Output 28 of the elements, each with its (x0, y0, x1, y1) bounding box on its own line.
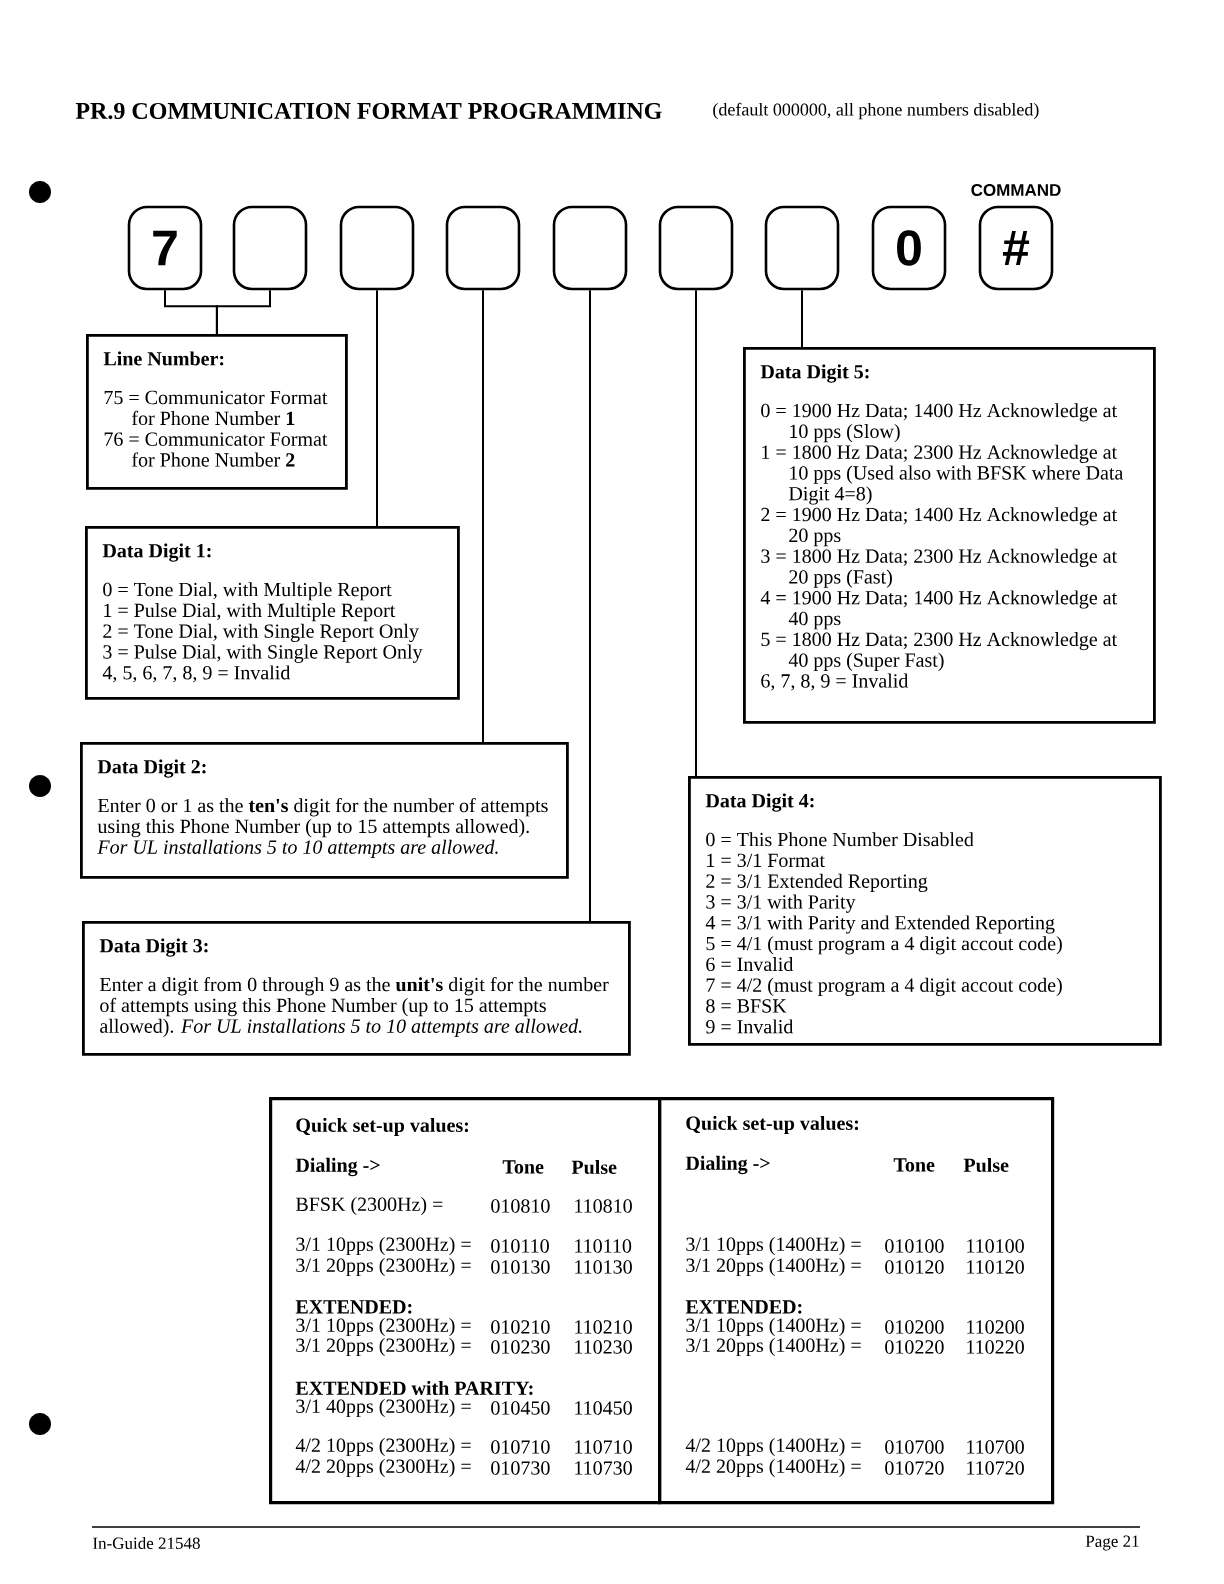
key-label: COMMAND (971, 184, 1061, 196)
key: 7 (127, 205, 203, 291)
key (552, 205, 628, 291)
key: # (978, 205, 1054, 291)
info-box: Data Digit 2: Enter 0 or 1 as the ten's digit for the number of attempts using this Phone Number (up to 15 attempts allowed). For UL installations 5 to 10 attempts are allowed. (80, 742, 569, 879)
info-box: Data Digit 4: 0 = This Phone Number Disabled 1 = 3/1 Format 2 = 3/1 Extended Reporting 3 = 3/1 with Parity 4 = 3/1 with Parity and Extended Reporting 5 = 4/1 (must program a 4 digit accout code) 6 = Invalid 7 = 4/2 (must program a 4 digit accout code) 8 = BFSK 9 = Invalid (688, 776, 1162, 1046)
title: PR.9 COMMUNICATION FORMAT PROGRAMMING (75, 102, 662, 120)
info-box: Data Digit 1: 0 = Tone Dial, with Multiple Report 1 = Pulse Dial, with Multiple Report 2 = Tone Dial, with Single Report Only 3 = Pulse Dial, with Single Report Only 4, 5, 6, 7, 8, 9 = Invalid (85, 526, 460, 700)
table-panel: Quick set-up values: Dialing -> Tone Pulse BFSK (2300Hz) = 010810 110810 3/1 10pps (2300Hz) = 010110 110110 3/1 20pps (2300Hz) = 010130 110130 EXTENDED: 3/1 10pps (2300Hz) = 010210 110210 3/1 20pps (2300Hz) = 010230 110230 EXTENDED with PARITY: 3/1 40pps (2300Hz) = 010450 110450 4/2 10pps (2300Hz) = 010710 110710 4/2 20pps (2300Hz) = 010730 110730 (269, 1097, 662, 1505)
connector-line (695, 289, 697, 777)
table-panel: Quick set-up values: Dialing -> Tone Pulse 3/1 10pps (1400Hz) = 010100 110100 3/1 20pps (1400Hz) = 010120 110120 EXTENDED: 3/1 10pps (1400Hz) = 010200 110200 3/1 20pps (1400Hz) = 010220 110220 4/2 10pps (1400Hz) = 010700 110700 4/2 20pps (1400Hz) = 010720 110720 (658, 1097, 1055, 1505)
key (232, 205, 308, 291)
connector-line (215, 289, 271, 335)
connector-line (589, 289, 591, 922)
footer-text: Page 21 (1085, 1535, 1139, 1551)
info-box: Line Number: 75 = Communicator Format for Phone Number 1 76 = Communicator Format for Phone Number 2 (86, 334, 348, 490)
info-box: Data Digit 5: 0 = 1900 Hz Data; 1400 Hz Acknowledge at 10 pps (Slow) 1 = 1800 Hz Data; 2300 Hz Acknowledge at 10 pps (Used also with BFSK where Data Digit 4=8) 2 = 1900 Hz Data; 1400 Hz Acknowledge at 20 pps 3 = 1800 Hz Data; 2300 Hz Acknowledge at 20 pps (Fast) 4 = 1900 Hz Data; 1400 Hz Acknowledge at 40 pps 5 = 1800 Hz Data; 2300 Hz Acknowledge at 40 pps (Super Fast) 6, 7, 8, 9 = Invalid (743, 347, 1156, 724)
heading-note: (default 000000, all phone numbers disabled) (713, 102, 1039, 120)
key (445, 205, 521, 291)
connector-line (801, 289, 803, 348)
key (764, 205, 840, 291)
key (339, 205, 415, 291)
connector-line (482, 289, 484, 743)
key: 0 (871, 205, 947, 291)
connector-line (376, 289, 378, 527)
footer-text: In-Guide 21548 (93, 1537, 200, 1549)
info-box: Data Digit 3: Enter a digit from 0 through 9 as the unit's digit for the number of attempts using this Phone Number (up to 15 attempts allowed). For UL installations 5 to 10 attempts are allowed. (82, 921, 631, 1056)
key (658, 205, 734, 291)
